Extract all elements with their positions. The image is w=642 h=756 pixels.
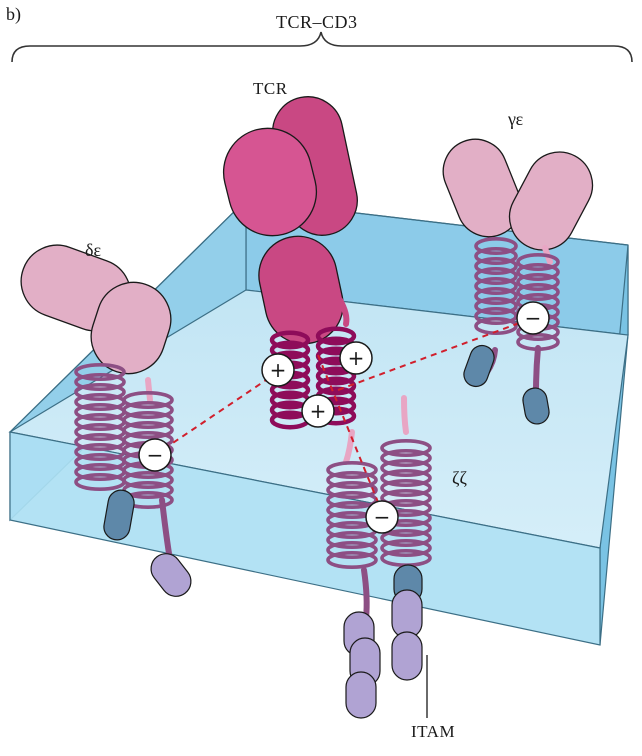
tcr-label: TCR	[253, 79, 288, 99]
positive-charge-3-symbol: +	[310, 399, 327, 423]
zz-tail-left	[364, 570, 367, 618]
complex-brace	[12, 32, 632, 62]
zz-itam-right-2	[392, 632, 422, 680]
negative-charge-zz: −	[366, 501, 398, 533]
positive-charge-2-symbol: +	[348, 346, 365, 370]
negative-charge-zz-symbol: −	[374, 505, 391, 529]
complex-title: TCR–CD3	[276, 12, 358, 33]
gamma-epsilon-label: γε	[508, 109, 523, 130]
zz-itam-left-3	[346, 672, 376, 718]
zz-linker-right	[404, 398, 406, 432]
itam-label: ITAM	[411, 722, 455, 742]
zz-itam-right-1	[392, 590, 422, 638]
positive-charge-2: +	[340, 342, 372, 374]
ge-tail-right	[536, 348, 538, 392]
negative-charge-de-symbol: −	[147, 443, 164, 467]
positive-charge-3: +	[302, 395, 334, 427]
positive-charge-1: +	[262, 354, 294, 386]
negative-charge-ge-symbol: −	[525, 306, 542, 330]
negative-charge-de: −	[139, 439, 171, 471]
delta-epsilon-label: δε	[85, 240, 101, 261]
zeta-zeta-label: ζζ	[452, 468, 467, 489]
negative-charge-ge: −	[517, 302, 549, 334]
positive-charge-1-symbol: +	[270, 358, 287, 382]
de-linker	[148, 380, 150, 400]
panel-label: b)	[6, 4, 21, 25]
